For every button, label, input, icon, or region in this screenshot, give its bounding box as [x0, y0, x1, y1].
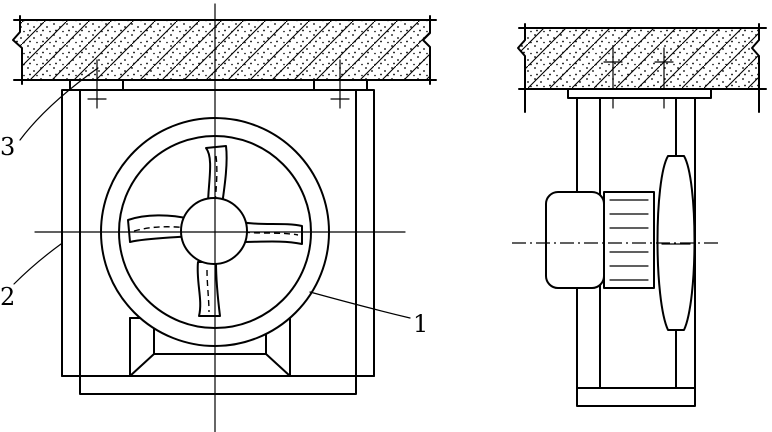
- front-support-frame: [61, 89, 375, 395]
- side-mount-plate: [567, 88, 712, 99]
- front-fan-blades: [127, 145, 303, 317]
- callout-label-fan: 1: [413, 310, 428, 338]
- front-view: 3 2 1: [0, 3, 437, 432]
- front-centerlines: [34, 3, 406, 432]
- side-view: [512, 23, 767, 407]
- side-motor: [545, 191, 655, 289]
- callout-label-frame: 2: [0, 283, 15, 311]
- side-ceiling-slab: [517, 23, 767, 113]
- front-ceiling-slab: [12, 15, 437, 85]
- front-leader-lines: [13, 67, 411, 319]
- callout-label-bracket: 3: [0, 133, 15, 161]
